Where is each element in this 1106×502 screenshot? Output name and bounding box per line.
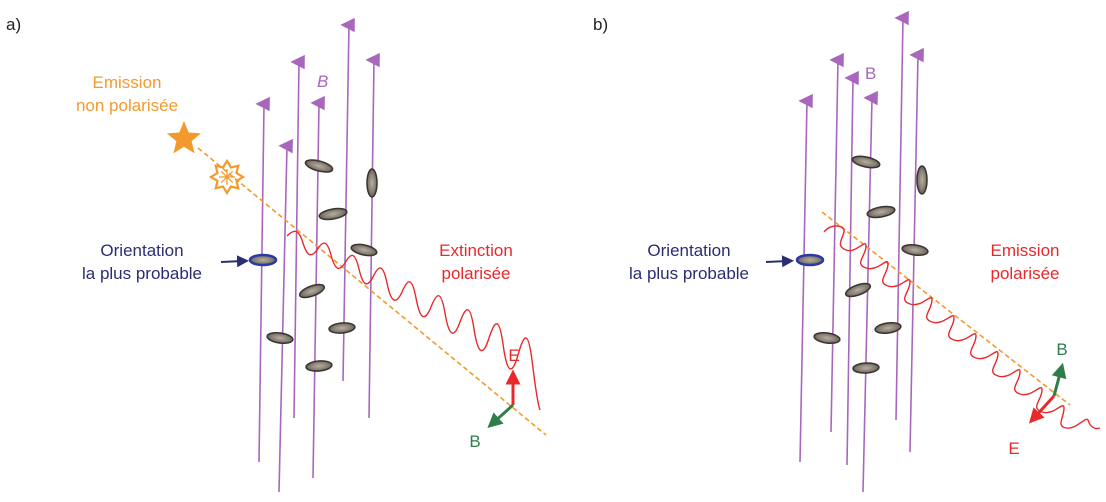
panel-a-b-label: B — [469, 432, 480, 451]
panel-a-emission-line2: non polarisée — [76, 96, 178, 115]
dust-grain — [901, 243, 929, 257]
field-line — [340, 17, 355, 382]
dust-grain — [852, 362, 880, 374]
dust-grain — [916, 165, 928, 195]
dust-grain — [844, 282, 872, 298]
panel-a: a) Emission non polarisée B — [6, 15, 547, 493]
panel-a-label: a) — [6, 15, 21, 34]
panel-b-emission-line1: Emission — [991, 241, 1060, 260]
dust-grain — [266, 331, 294, 345]
panel-a-extinction-line2: polarisée — [442, 264, 511, 283]
panel-b-orientation-line2: la plus probable — [629, 264, 749, 283]
panel-b-field-label: B — [865, 64, 876, 83]
panel-a-orientation-line1: Orientation — [100, 241, 183, 260]
panel-a-probable-grain — [248, 253, 278, 267]
dust-grain — [305, 360, 333, 372]
panel-a-field-lines — [255, 17, 380, 493]
field-line — [278, 138, 293, 493]
panel-a-orientation-arrow — [220, 255, 249, 268]
dust-grain — [318, 207, 348, 221]
field-line — [798, 93, 813, 463]
panel-b-b-label: B — [1056, 340, 1067, 359]
panel-a-propagation-line — [197, 147, 547, 436]
panel-b-e-label: E — [1008, 439, 1019, 458]
unpolarized-light-icon — [208, 158, 246, 196]
field-line — [255, 96, 270, 463]
panel-b: b) B Orientation la plus probable — [593, 10, 1101, 493]
dust-grain — [813, 331, 841, 345]
dust-grain — [350, 243, 378, 257]
dust-grain — [874, 321, 902, 335]
panel-b-e-vector — [1028, 394, 1056, 424]
field-line — [290, 54, 305, 419]
dust-grain — [366, 168, 378, 198]
panel-b-grains — [813, 155, 929, 374]
panel-a-emission-line1: Emission — [93, 73, 162, 92]
field-line — [829, 52, 844, 433]
panel-a-field-label: B — [317, 72, 328, 91]
dust-grain — [328, 322, 356, 334]
panel-b-orientation-arrow — [765, 255, 794, 268]
panel-a-e-label: E — [508, 346, 519, 365]
dust-grain — [304, 159, 334, 173]
panel-b-b-vector — [1051, 362, 1067, 397]
star-icon — [166, 121, 201, 154]
field-line — [365, 52, 380, 419]
panel-b-label: b) — [593, 15, 608, 34]
dust-grain — [851, 155, 881, 169]
field-line — [844, 70, 859, 466]
panel-a-wave — [286, 230, 541, 411]
dust-grain — [866, 205, 896, 219]
panel-b-probable-grain — [795, 253, 825, 267]
field-line — [894, 10, 909, 421]
panel-b-emission-line2: polarisée — [991, 264, 1060, 283]
panel-a-orientation-line2: la plus probable — [82, 264, 202, 283]
panel-a-extinction-line1: Extinction — [439, 241, 513, 260]
panel-b-orientation-line1: Orientation — [647, 241, 730, 260]
dust-grain — [298, 283, 326, 299]
panel-a-b-vector — [487, 403, 515, 429]
panel-a-grains — [266, 159, 378, 372]
